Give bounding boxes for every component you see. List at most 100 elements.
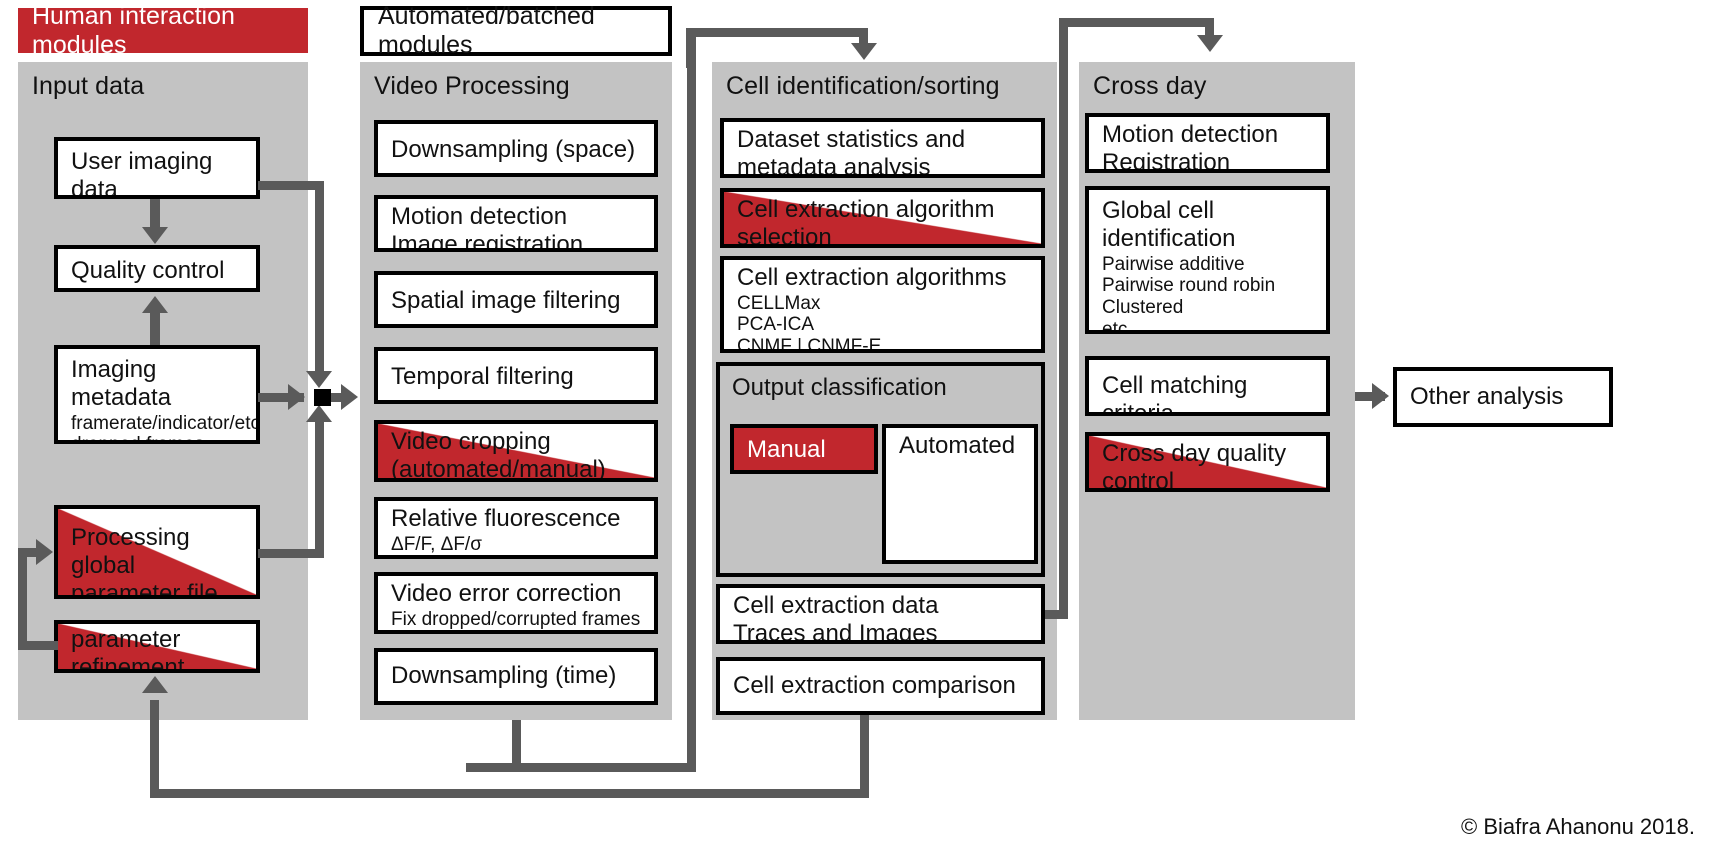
node-other-analysis[interactable]: Other analysis: [1393, 367, 1613, 427]
panel-cell-identification-sorting-title: Cell identification/sorting: [726, 72, 1000, 100]
node-imaging-metadata[interactable]: Imaging metadata framerate/indicator/etc…: [54, 345, 260, 444]
legend-automated-batched-modules: Automated/batched modules: [360, 2, 672, 59]
connector-vp-bottom-down: [512, 720, 521, 772]
arrow-user-into-merge: [306, 371, 332, 388]
connector-cellextraction-right: [1045, 610, 1068, 619]
node-motion-detection-image-registration[interactable]: Motion detection Image registration: [374, 195, 658, 252]
node-global-cell-identification[interactable]: Global cell identification Pairwise addi…: [1085, 186, 1330, 334]
node-parameter-refinement-title: parameter refinement: [71, 626, 185, 673]
panel-input-data-title: Input data: [32, 72, 145, 100]
arrow-into-cross-day: [1197, 35, 1223, 52]
node-cell-extraction-algorithm-selection-title: Cell extraction algorithm selection: [737, 196, 995, 248]
connector-comparison-up: [150, 700, 159, 797]
connector-cellextraction-up: [1059, 22, 1068, 619]
node-quality-control-title: Quality control: [71, 257, 225, 284]
legend-human-label: Human interaction modules: [32, 1, 235, 59]
connector-vp-bottom-across: [466, 763, 696, 772]
node-cell-matching-criteria[interactable]: Cell matching criteria: [1085, 356, 1330, 416]
arrow-paramfile-into-merge: [306, 405, 332, 422]
node-temporal-filtering[interactable]: Temporal filtering: [374, 347, 658, 404]
connector-ci-top-down: [1205, 18, 1214, 40]
node-output-classification-manual[interactable]: Manual: [730, 424, 878, 474]
node-cell-extraction-comparison[interactable]: Cell extraction comparison: [716, 657, 1045, 715]
node-relative-fluorescence-title: Relative fluorescence: [391, 505, 621, 532]
connector-ci-top-across: [1059, 18, 1214, 27]
node-output-classification-automated-label: Automated: [899, 432, 1016, 459]
node-dataset-statistics[interactable]: Dataset statistics and metadata analysis: [720, 118, 1045, 178]
node-motion-detection-image-registration-title: Motion detection Image registration: [391, 203, 584, 252]
node-output-classification-automated[interactable]: Automated: [882, 424, 1038, 564]
node-spatial-image-filtering-title: Spatial image filtering: [391, 287, 621, 314]
legend-automated-label: Automated/batched modules: [378, 2, 595, 59]
node-cross-day-motion-detection-title: Motion detection Registration: [1102, 121, 1279, 173]
copyright-text: © Biafra Ahanonu 2018.: [1461, 814, 1695, 839]
connector-vp-top-down: [859, 28, 868, 48]
arrow-metadata-into-merge: [288, 384, 305, 410]
connector-user-down: [315, 181, 324, 376]
arrow-to-parameter-refinement: [142, 676, 168, 693]
node-imaging-metadata-sub: framerate/indicator/etc. dropped frames: [71, 412, 260, 440]
node-quality-control[interactable]: Quality control: [54, 245, 260, 292]
node-output-classification-manual-label: Manual: [747, 436, 826, 463]
node-dataset-statistics-title: Dataset statistics and metadata analysis: [737, 126, 966, 178]
node-cell-extraction-algorithms-title: Cell extraction algorithms: [737, 264, 1007, 291]
node-cell-matching-criteria-title: Cell matching criteria: [1102, 372, 1248, 416]
arrow-metadata-to-quality: [142, 296, 168, 313]
node-processing-global-parameter-file[interactable]: Processing global parameter file: [54, 505, 260, 599]
connector-user-to-quality: [150, 199, 160, 229]
arrow-into-cell-identification: [851, 43, 877, 60]
node-user-imaging-data[interactable]: User imaging data (xyt or xyzt): [54, 137, 260, 199]
node-relative-fluorescence[interactable]: Relative fluorescence ΔF/F, ΔF/σ: [374, 497, 658, 559]
connector-paramfile-right: [258, 549, 324, 558]
arrow-merge-to-video-processing: [341, 384, 358, 410]
node-downsampling-time-title: Downsampling (time): [391, 662, 617, 689]
connector-paramfile-up: [315, 420, 324, 558]
node-global-cell-identification-title: Global cell identification: [1102, 197, 1236, 252]
node-parameter-refinement[interactable]: parameter refinement: [54, 620, 260, 673]
node-global-cell-identification-sub: Pairwise additive Pairwise round robin C…: [1102, 253, 1276, 334]
arrow-to-other-analysis: [1372, 383, 1389, 409]
node-cell-extraction-algorithms[interactable]: Cell extraction algorithms CELLMax PCA-I…: [720, 256, 1045, 353]
node-other-analysis-title: Other analysis: [1410, 383, 1564, 410]
arrow-user-to-quality: [142, 227, 168, 244]
node-video-cropping-title: Video cropping (automated/manual): [391, 428, 606, 482]
connector-refinement-to-paramfile: [18, 548, 46, 557]
node-relative-fluorescence-sub: ΔF/F, ΔF/σ: [391, 533, 482, 555]
node-video-cropping[interactable]: Video cropping (automated/manual): [374, 420, 658, 482]
node-user-imaging-data-title: User imaging data (xyt or xyzt): [71, 148, 213, 199]
legend-human-interaction-modules: Human interaction modules: [18, 2, 308, 59]
connector-user-right: [258, 181, 324, 190]
node-cross-day-motion-detection[interactable]: Motion detection Registration: [1085, 113, 1330, 173]
node-cell-extraction-algorithm-selection[interactable]: Cell extraction algorithm selection: [720, 188, 1045, 248]
node-cell-extraction-data[interactable]: Cell extraction data Traces and Images: [716, 584, 1045, 644]
connector-comparison-down: [860, 715, 869, 797]
connector-vp-top-across: [686, 28, 868, 37]
connector-metadata-to-quality: [150, 313, 160, 345]
node-output-classification-title: Output classification: [732, 374, 947, 401]
node-processing-global-parameter-file-title: Processing global parameter file: [71, 524, 218, 599]
node-cell-extraction-algorithms-sub: CELLMax PCA-ICA CNMF | CNMF-E EXTRACT | …: [737, 292, 882, 353]
node-cell-extraction-comparison-title: Cell extraction comparison: [733, 672, 1016, 699]
node-cell-extraction-data-title: Cell extraction data Traces and Images: [733, 592, 939, 644]
panel-cross-day-title: Cross day: [1093, 72, 1207, 100]
node-downsampling-space[interactable]: Downsampling (space): [374, 120, 658, 177]
connector-vp-bottom-up: [687, 30, 696, 770]
panel-video-processing-title: Video Processing: [374, 72, 570, 100]
node-video-error-correction[interactable]: Video error correction Fix dropped/corru…: [374, 572, 658, 634]
connector-refinement-left: [18, 641, 58, 650]
merge-point: [314, 389, 331, 406]
node-spatial-image-filtering[interactable]: Spatial image filtering: [374, 271, 658, 328]
node-video-error-correction-title: Video error correction: [391, 580, 622, 607]
node-cross-day-quality-control[interactable]: Cross day quality control: [1085, 432, 1330, 492]
node-downsampling-space-title: Downsampling (space): [391, 136, 636, 163]
node-video-error-correction-sub: Fix dropped/corrupted frames: [391, 608, 641, 630]
connector-metadata-right: [258, 393, 304, 402]
arrow-refinement-to-paramfile: [36, 539, 53, 565]
node-temporal-filtering-title: Temporal filtering: [391, 363, 574, 390]
connector-comparison-across: [150, 789, 869, 798]
node-cross-day-quality-control-title: Cross day quality control: [1102, 440, 1287, 492]
node-downsampling-time[interactable]: Downsampling (time): [374, 648, 658, 705]
connector-refinement-up: [18, 548, 27, 650]
connector-matching-to-other: [1355, 392, 1385, 401]
